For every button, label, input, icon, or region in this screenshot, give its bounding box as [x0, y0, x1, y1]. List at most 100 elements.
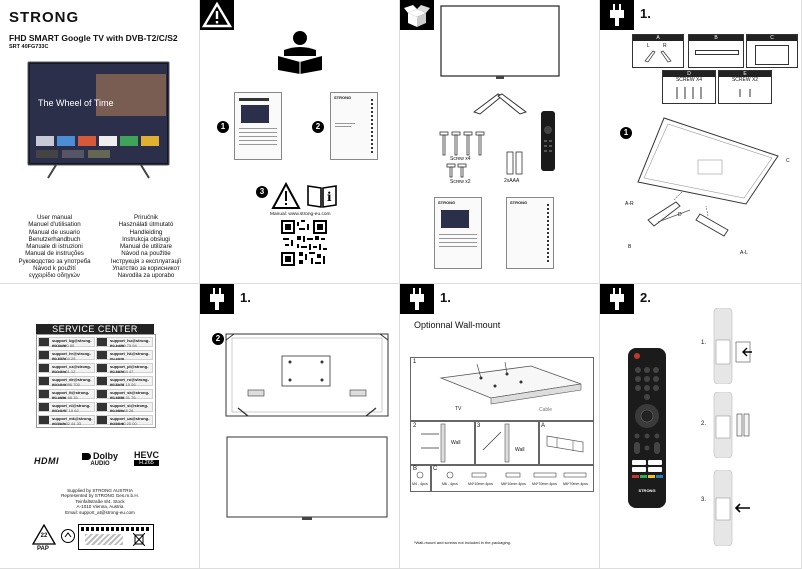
label-d: D: [678, 212, 682, 218]
hevc-sub: H.265: [134, 460, 160, 466]
hdmi-logo: HDMI: [34, 456, 59, 466]
screw-x2-label: SCREW X2: [731, 77, 759, 83]
lang-item: Návod na použitie: [121, 250, 171, 258]
package-contents-panel: Screw x4 Screw x2 2xAAA STRONG ST: [400, 0, 600, 284]
pap-label: PAP: [37, 546, 49, 552]
pap-number: 22: [40, 533, 48, 539]
wall-mount-box-3: 3 Wall: [474, 421, 540, 465]
tv-illustration: The Wheel of Time: [26, 60, 171, 180]
warning-header: [200, 0, 234, 30]
wall-mount-box-b: B: [410, 465, 432, 492]
cover-panel: STRONG FHD SMART Google TV with DVB-T2/C…: [0, 0, 200, 284]
lang-item: Benutzerhandbuch: [28, 235, 81, 243]
part-e-label: E: [719, 71, 771, 77]
wall-label: Wall: [451, 440, 461, 446]
reading-person-icon: [278, 31, 322, 74]
warranty-thumbnail: STRONG: [330, 92, 378, 160]
hevc-text: HEVC: [134, 450, 160, 460]
supplier-line: Represented by STRONG Ges.m.b.H.: [61, 493, 139, 499]
quick-guide-doc: STRONG: [434, 197, 482, 269]
doc-brand-text: STRONG: [334, 95, 352, 100]
remote-batteries-panel: 2.: [600, 284, 802, 569]
screw-x4-label: SCREW X4: [675, 77, 703, 83]
part-b-label: B: [689, 35, 743, 41]
batteries-illustration: [506, 151, 523, 175]
lang-item: Manual de utilizare: [120, 243, 172, 251]
assembly-step-badge: 1: [620, 127, 632, 139]
model-number: SRT 40FG733C: [9, 44, 49, 50]
part-d-box: D SCREW X4: [662, 70, 716, 104]
manual-url[interactable]: Manual: www.strong-eu.com: [270, 212, 331, 217]
tv-back-diagram: [225, 333, 389, 417]
language-list-left: User manual Manuel d'utilisation Manual …: [12, 214, 97, 280]
stand-assembly-panel: 1. A L R B C D SCREW X4 E SCREW X2 1: [600, 0, 802, 284]
part-c-box: C: [746, 34, 798, 68]
stand-assembly-diagram: [637, 117, 779, 237]
step-2-badge: 2: [312, 121, 324, 133]
tv-panel-illustration: [440, 5, 560, 79]
lang-item: Інструкція з експлуатації: [110, 257, 182, 265]
service-center-title: SERVICE CENTER: [36, 324, 154, 334]
power-header: [600, 0, 634, 30]
lang-item: Használati útmutató: [118, 221, 174, 229]
plug-icon: [610, 4, 624, 26]
battery-step-1-label: 1.: [701, 340, 707, 346]
pap-recycling-icon: 22: [32, 524, 56, 548]
qr-code[interactable]: [281, 220, 327, 266]
lang-item: Návod k použití: [33, 265, 76, 273]
battery-step-2: [712, 392, 754, 458]
lang-item: Manuel d'utilisation: [28, 221, 81, 229]
battery-step-3: [712, 470, 754, 546]
lang-item: Manual de usuario: [29, 228, 80, 236]
label-a-l: A-L: [740, 250, 748, 256]
warning-panel: 1 2 STRONG 3 i Manual: www.stro: [200, 0, 400, 284]
box-letter: A: [541, 423, 546, 429]
wall-mount-box-a: A: [538, 421, 594, 465]
list-item[interactable]: support_mk@strong-eu.com+389 2 32 44 33: [38, 415, 95, 426]
warning-icon: [201, 1, 233, 28]
screw-size: M6*10mm 4pcs: [501, 482, 526, 486]
step-badge: 2: [212, 333, 224, 345]
lang-item: Navodila za uporabo: [117, 272, 175, 280]
wall-mount-box-2: 2 Wall: [410, 421, 476, 465]
part-a-label: A: [633, 35, 683, 41]
supplier-info: Supplied by STRONG AUSTRIA Represented b…: [30, 488, 170, 515]
step-number: 1.: [440, 290, 451, 305]
part-b-box: B: [688, 34, 744, 68]
list-item[interactable]: support_hk@strong-eu.com: [96, 350, 153, 361]
lang-item: εγχειρίδιο οδηγιών: [29, 272, 80, 280]
wall-mount-box-c: C: [430, 465, 594, 492]
remote-control: STRONG: [628, 348, 666, 508]
doc-brand-text: STRONG: [438, 200, 456, 205]
dolby-sub: AUDIO: [90, 461, 110, 467]
battery-step-2-label: 2.: [701, 421, 707, 427]
doc-brand-text: STRONG: [510, 200, 528, 205]
product-title: FHD SMART Google TV with DVB-T2/C/S2: [9, 33, 178, 43]
power-header: [200, 284, 234, 314]
lang-item: Handleiding: [129, 228, 163, 236]
batteries-label: 2xAAA: [504, 178, 520, 184]
remote-brand: STRONG: [638, 488, 656, 493]
wall-mount-footnote: *Wall-mount and screws not included in t…: [414, 540, 512, 545]
svg-text:i: i: [327, 190, 332, 204]
battery-step-3-label: 3.: [701, 497, 707, 503]
screw-x4-label: Screw x4: [450, 156, 471, 162]
tv-screen-headline: The Wheel of Time: [38, 98, 114, 108]
bin-icon: [133, 533, 145, 546]
box-letter: B: [413, 466, 418, 472]
box-number: 2: [413, 423, 417, 429]
left-label: L: [647, 43, 650, 49]
